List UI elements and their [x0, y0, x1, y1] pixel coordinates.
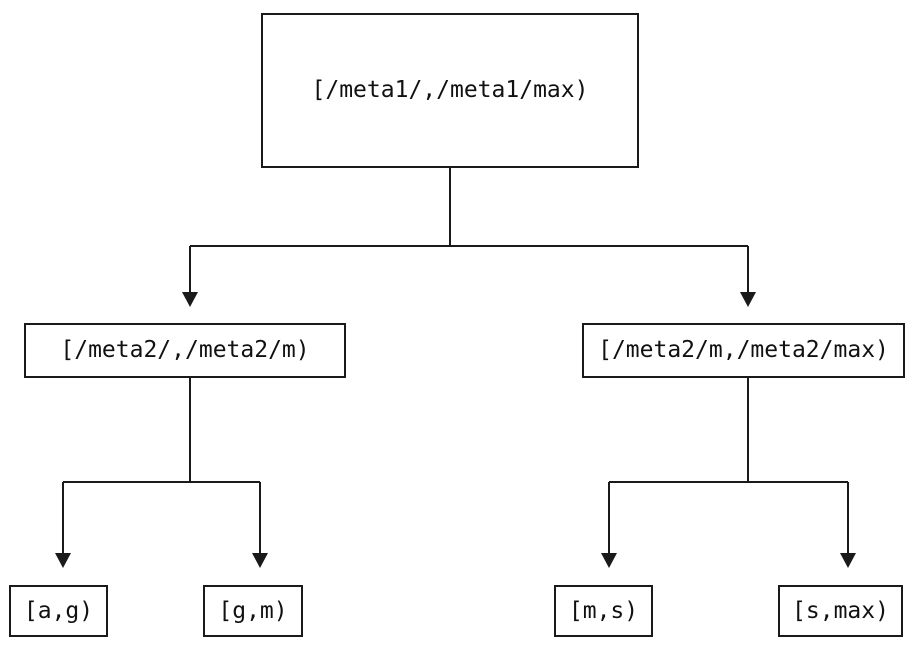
arrowhead-down-icon	[740, 292, 756, 307]
arrowhead-down-icon	[55, 553, 71, 568]
arrowhead-down-icon	[840, 553, 856, 568]
arrowheads	[55, 292, 856, 568]
tree-node-left-child: [/meta2/,/meta2/m)	[24, 323, 346, 378]
tree-leaf-s-max: [s,max)	[778, 585, 903, 637]
arrowhead-down-icon	[601, 553, 617, 568]
tree-leaf-g-m: [g,m)	[203, 585, 303, 637]
arrowhead-down-icon	[182, 292, 198, 307]
tree-node-right-child: [/meta2/m,/meta2/max)	[582, 323, 905, 378]
tree-leaf-a-g: [a,g)	[9, 585, 108, 637]
tree-leaf-m-s: [m,s)	[554, 585, 653, 637]
arrowhead-down-icon	[252, 553, 268, 568]
tree-node-root: [/meta1/,/meta1/max)	[261, 13, 639, 168]
connector-lines	[62, 168, 849, 553]
